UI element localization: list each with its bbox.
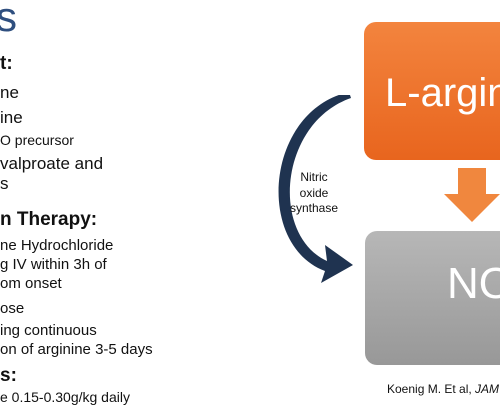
nitric-oxide-label: NO bbox=[447, 259, 500, 308]
curved-arrow-icon bbox=[278, 95, 353, 283]
bullet-item-continuation: g IV within 3h of bbox=[0, 256, 107, 273]
section-heading-therapy: n Therapy: bbox=[0, 209, 98, 230]
bullet-item: ing continuous bbox=[0, 322, 97, 339]
bullet-item: ne Hydrochloride bbox=[0, 237, 114, 254]
nitric-oxide-box: NO bbox=[365, 231, 500, 365]
section-heading-dosing: s: bbox=[0, 365, 17, 386]
bullet-item: ose bbox=[0, 300, 25, 317]
section-heading-treatment: t: bbox=[0, 53, 13, 74]
enzyme-label-line: Nitric bbox=[300, 170, 328, 184]
l-arginine-box: L-argin bbox=[364, 22, 500, 160]
bullet-item-continuation: s bbox=[0, 174, 9, 193]
bullet-item: ine bbox=[0, 108, 23, 127]
l-arginine-label: L-argin bbox=[385, 71, 500, 115]
citation: Koenig M. Et al, JAM bbox=[387, 382, 499, 396]
down-arrow-icon bbox=[444, 168, 500, 222]
citation-journal: JAM bbox=[475, 382, 500, 396]
bullet-item-continuation: on of arginine 3-5 days bbox=[0, 341, 153, 358]
bullet-item-continuation: om onset bbox=[0, 275, 62, 292]
citation-authors: Koenig M. Et al, bbox=[387, 382, 476, 396]
enzyme-label-line: synthase bbox=[289, 201, 339, 216]
bullet-item: ne bbox=[0, 83, 19, 102]
enzyme-label-line: oxide bbox=[299, 185, 329, 200]
enzyme-label: Nitric oxide synthase bbox=[284, 170, 344, 217]
slide-title: s bbox=[0, 0, 17, 40]
bullet-subitem: O precursor bbox=[0, 132, 74, 148]
bullet-item: e 0.15-0.30g/kg daily bbox=[0, 389, 130, 405]
bullet-item: valproate and bbox=[0, 154, 104, 173]
